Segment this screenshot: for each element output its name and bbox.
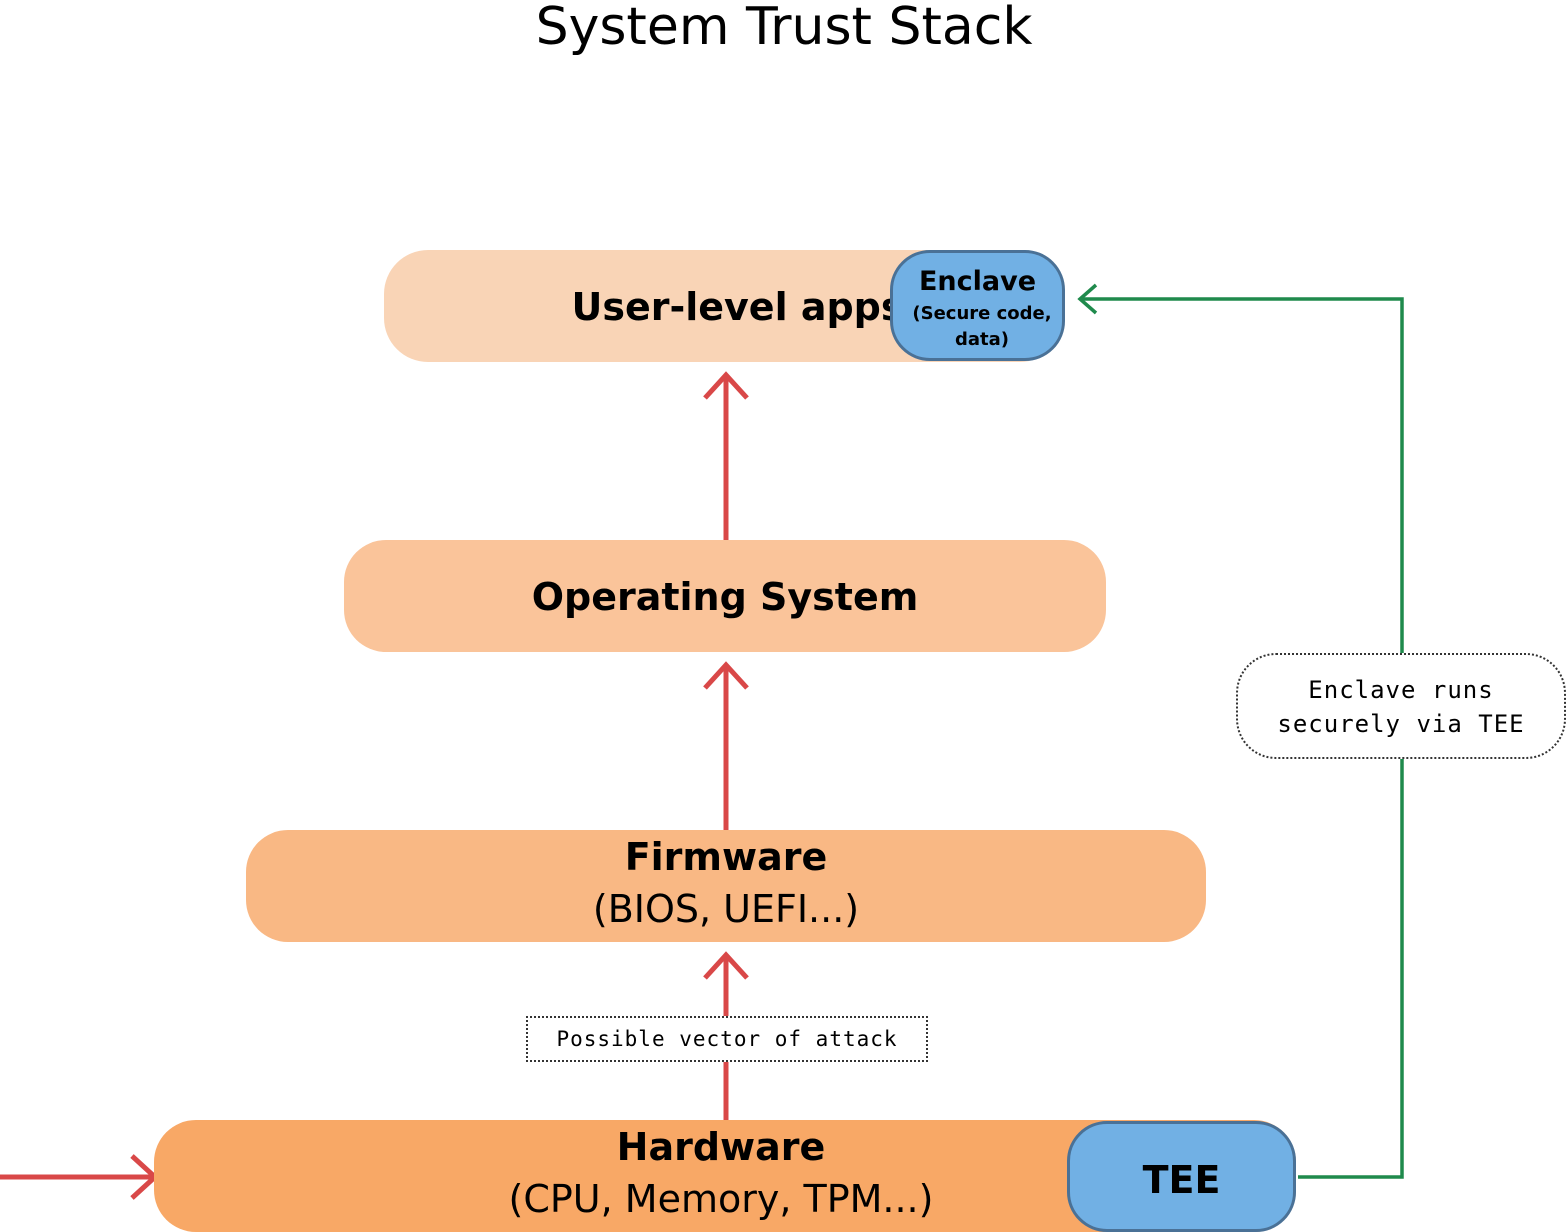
attack-vector-note: Possible vector of attack: [526, 1016, 928, 1062]
tee-label: TEE: [1142, 1158, 1221, 1202]
firmware-label: Firmware: [624, 835, 828, 879]
enclave-runs-note: Enclave runs securely via TEE: [1236, 653, 1566, 759]
enclave-runs-line2: securely via TEE: [1277, 710, 1525, 738]
tee-pill: TEE: [1067, 1121, 1296, 1232]
layer-operating-system: [344, 540, 1106, 652]
user-apps-label: User-level apps: [571, 285, 904, 329]
enclave-runs-line1: Enclave runs: [1308, 676, 1494, 704]
attack-vector-label: Possible vector of attack: [556, 1027, 898, 1051]
hardware-label: Hardware: [616, 1125, 826, 1169]
arrowhead-to-firmware: [703, 951, 749, 980]
enclave-label: Enclave: [918, 266, 1037, 297]
diagram-title: System Trust Stack: [535, 0, 1033, 57]
hardware-detail: (CPU, Memory, TPM...): [508, 1177, 934, 1221]
enclave-pill: Enclave (Secure code, data): [890, 250, 1065, 361]
layer-firmware: [246, 830, 1206, 942]
enclave-detail-line2: data): [954, 329, 1009, 350]
arrowhead-to-os: [703, 661, 749, 690]
operating-system-label: Operating System: [531, 575, 919, 619]
arrowhead-to-enclave: [1077, 283, 1098, 315]
firmware-detail: (BIOS, UEFI...): [592, 887, 860, 931]
enclave-detail-line1: (Secure code,: [912, 303, 1052, 324]
arrowhead-to-user-apps: [703, 371, 749, 400]
